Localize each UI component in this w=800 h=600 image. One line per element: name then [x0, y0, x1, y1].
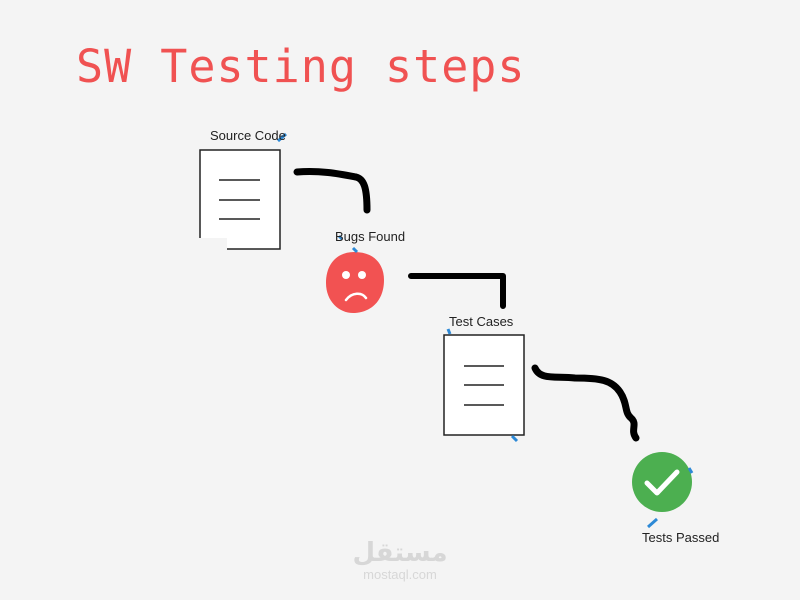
- watermark: مستقل mostaql.com: [345, 538, 455, 582]
- selection-handle[interactable]: [510, 434, 519, 443]
- selection-handle[interactable]: [337, 234, 344, 241]
- test-cases-document-icon[interactable]: [443, 334, 525, 436]
- bugs-found-label: Bugs Found: [335, 229, 406, 244]
- diagram-title: SW Testing steps: [76, 40, 526, 93]
- selection-handle[interactable]: [351, 246, 359, 254]
- selection-handle[interactable]: [446, 328, 452, 335]
- selection-handle[interactable]: [647, 517, 658, 529]
- connector-line: [293, 168, 371, 214]
- sad-face-icon[interactable]: [326, 252, 384, 314]
- source-code-document-icon[interactable]: [197, 149, 281, 250]
- selection-handle[interactable]: [687, 467, 694, 474]
- tests-passed-label: Tests Passed: [642, 530, 720, 545]
- connector-line: [531, 364, 640, 442]
- selection-handle[interactable]: [277, 132, 287, 143]
- test-cases-label: Test Cases: [449, 314, 514, 329]
- connector-line: [408, 273, 506, 309]
- check-icon[interactable]: [632, 452, 692, 512]
- watermark-arabic-text: مستقل: [352, 538, 448, 568]
- watermark-url: mostaql.com: [363, 567, 437, 582]
- source-code-label: Source Code: [210, 128, 286, 143]
